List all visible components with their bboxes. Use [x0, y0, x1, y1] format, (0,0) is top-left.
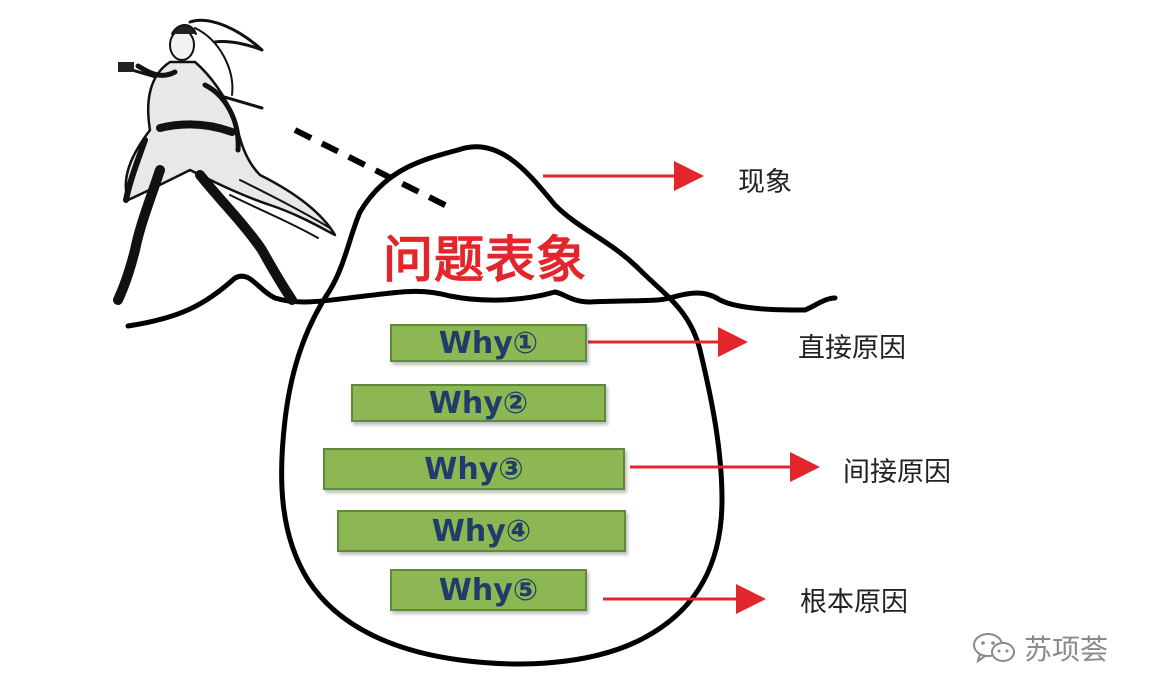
why-box-5: Why⑤	[390, 569, 587, 611]
why-box-4-label: Why④	[432, 514, 531, 549]
problem-surface-title: 问题表象	[383, 220, 587, 292]
why-box-4: Why④	[337, 510, 626, 552]
watermark: 苏项荟	[972, 628, 1108, 668]
indirect-cause-label: 间接原因	[843, 450, 951, 489]
watermark-text: 苏项荟	[1024, 628, 1108, 668]
why-box-3-label: Why③	[424, 452, 523, 487]
sight-line	[295, 130, 455, 210]
wechat-icon	[972, 630, 1016, 666]
why-box-1: Why①	[390, 324, 587, 362]
why-box-2-label: Why②	[429, 386, 528, 421]
why-box-3: Why③	[323, 448, 625, 490]
surface-label: 现象	[738, 160, 792, 199]
why-box-2: Why②	[351, 384, 606, 422]
why-box-5-label: Why⑤	[439, 573, 538, 608]
direct-cause-label: 直接原因	[798, 326, 906, 365]
swordsman-figure	[118, 20, 335, 300]
root-cause-label: 根本原因	[800, 580, 908, 619]
why-box-1-label: Why①	[439, 326, 538, 361]
